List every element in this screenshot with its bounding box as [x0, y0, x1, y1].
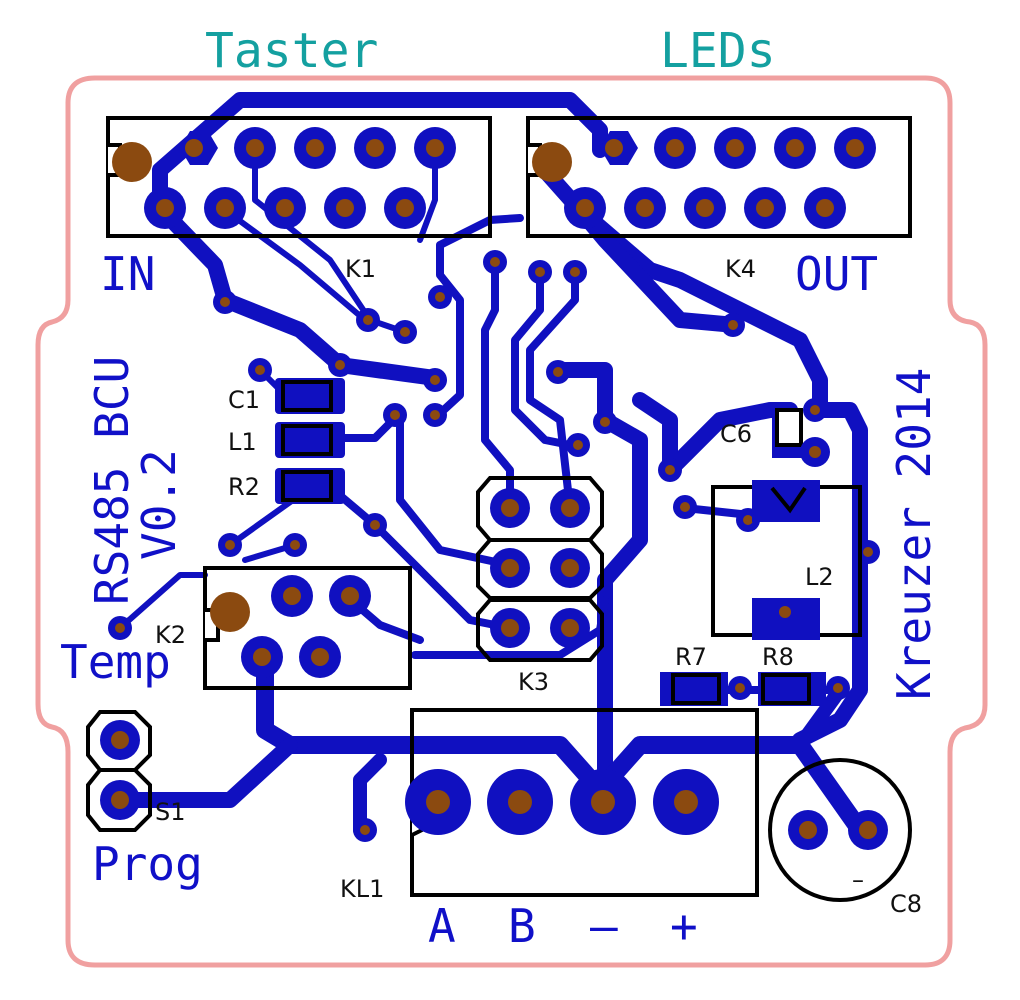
inductor-l2	[711, 480, 862, 640]
ref-r8: R8	[762, 643, 794, 671]
connector-k3	[476, 476, 604, 662]
ref-c8: C8	[890, 890, 922, 918]
ref-k4: K4	[725, 255, 756, 283]
ref-l1: L1	[228, 428, 257, 456]
ref-c6: C6	[720, 420, 752, 448]
terminal-label-minus: –	[590, 899, 618, 953]
board-name-line2: V0.2	[132, 449, 186, 560]
connector-k1	[106, 116, 492, 238]
ref-c1: C1	[228, 386, 260, 414]
terminal-label-a: A	[428, 899, 456, 953]
board-outline	[35, 75, 988, 968]
board-name-line1: RS485 BCU	[85, 356, 139, 605]
ref-l2: L2	[805, 563, 834, 591]
vias	[108, 250, 880, 842]
ref-k3: K3	[518, 668, 549, 696]
ref-r7: R7	[675, 643, 707, 671]
switch-s1	[86, 710, 152, 832]
author-label: Kreuzer 2014	[887, 368, 941, 700]
c8-polarity-mark: –	[852, 866, 864, 894]
smd-r7-r8	[660, 672, 826, 706]
smd-c6	[772, 408, 830, 467]
label-leds: LEDs	[660, 23, 776, 79]
terminal-label-plus: +	[670, 899, 698, 953]
label-taster: Taster	[205, 23, 378, 79]
label-prog: Prog	[92, 837, 203, 891]
connector-k2	[203, 566, 412, 690]
ref-kl1: KL1	[340, 875, 384, 903]
terminal-kl1	[405, 708, 759, 897]
label-out: OUT	[795, 247, 878, 301]
terminal-label-b: B	[508, 899, 536, 953]
ref-k1: K1	[345, 255, 376, 283]
ref-k2: K2	[155, 621, 186, 649]
connector-k4	[526, 116, 912, 238]
label-in: IN	[100, 247, 155, 301]
capacitor-c8	[768, 758, 912, 902]
smd-c1-l1-r2	[275, 378, 345, 504]
ref-s1: S1	[155, 798, 186, 826]
ref-r2: R2	[228, 473, 260, 501]
label-temp: Temp	[60, 635, 171, 689]
